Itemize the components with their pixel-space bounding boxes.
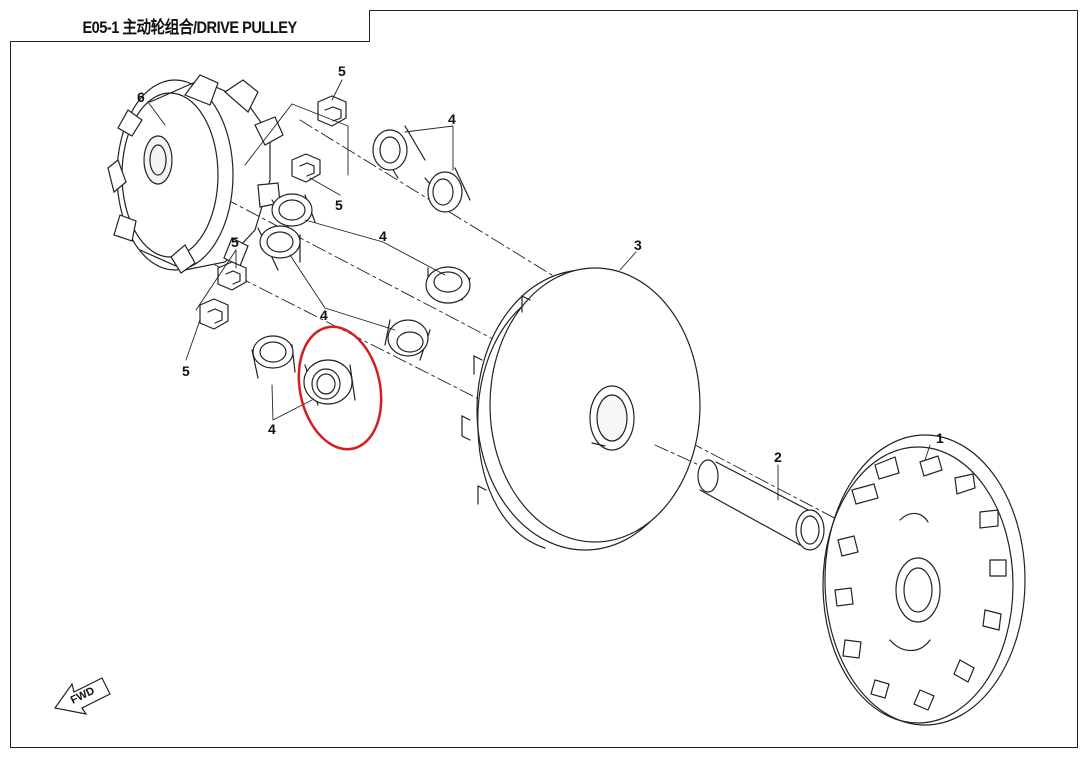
roller-part-4-d: [257, 225, 301, 271]
title-box: E05-1 主动轮组合/DRIVE PULLEY: [10, 10, 370, 42]
callout-5-d: 5: [182, 363, 190, 379]
drawing-frame: [10, 10, 1078, 748]
roller-part-4-b: [424, 167, 471, 213]
sheave-part-3: [461, 267, 701, 551]
slider-part-5-a: [317, 95, 347, 127]
slider-part-5-c: [217, 261, 247, 291]
slider-part-5-d: [199, 298, 229, 330]
leader-lines: [147, 79, 931, 501]
roller-part-4-f: [384, 319, 431, 361]
roller-part-4-c: [271, 193, 316, 231]
callout-5-b: 5: [335, 197, 343, 213]
callout-4-a: 4: [448, 111, 456, 127]
callout-4-d: 4: [268, 421, 276, 437]
page-title: E05-1 主动轮组合/DRIVE PULLEY: [82, 18, 297, 37]
callout-6: 6: [137, 89, 145, 105]
callout-5-c: 5: [231, 234, 239, 250]
callout-4-b: 4: [379, 228, 387, 244]
sleeve-part-2: [654, 444, 825, 551]
callout-4-c: 4: [320, 307, 328, 323]
fwd-arrow-icon: [53, 677, 111, 715]
highlight-circle: [297, 325, 383, 451]
callout-2: 2: [774, 449, 782, 465]
callout-3: 3: [634, 237, 642, 253]
callout-5-a: 5: [338, 63, 346, 79]
slider-part-5-b: [291, 153, 321, 183]
callout-1: 1: [936, 430, 944, 446]
roller-part-4-e: [425, 266, 471, 304]
ramp-plate-part-6: [107, 74, 284, 274]
roller-part-4-h: [303, 359, 356, 406]
fan-sheave-part-1: [822, 434, 1026, 726]
roller-part-4-g: [251, 335, 296, 379]
